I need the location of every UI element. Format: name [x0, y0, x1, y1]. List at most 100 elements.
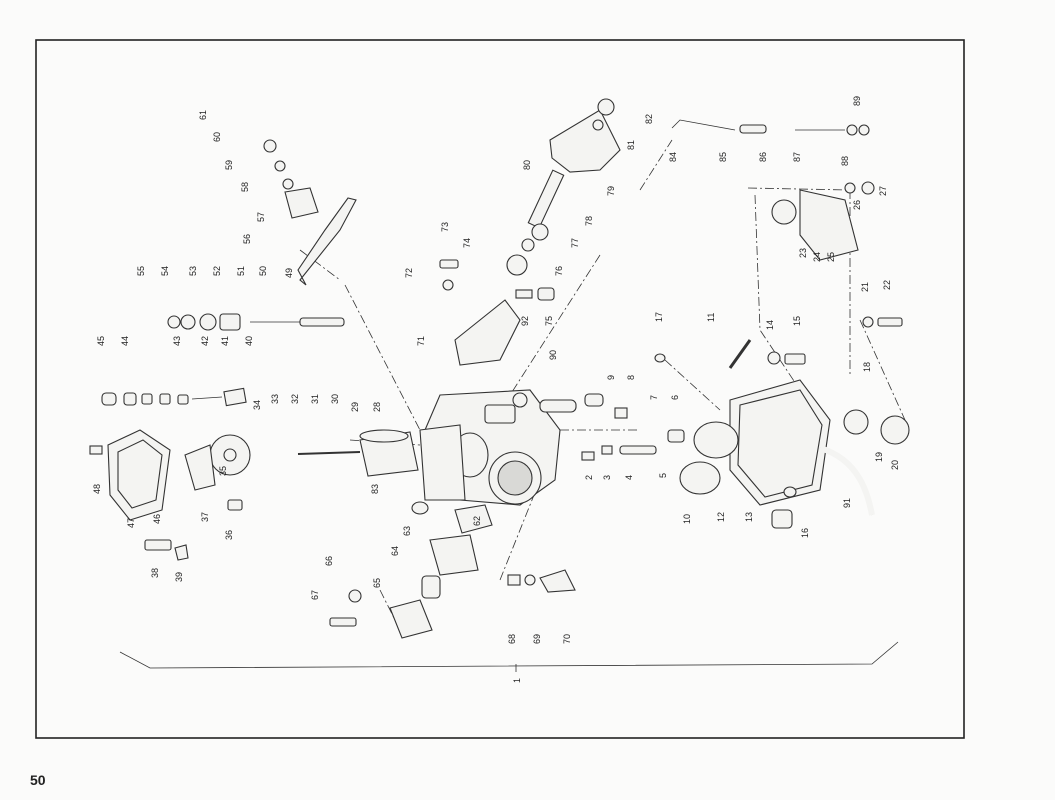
part-callout-70: 70 — [562, 634, 572, 644]
part-callout-4: 4 — [624, 475, 634, 480]
part-callout-71: 71 — [416, 336, 426, 346]
throttle-pulley — [549, 109, 621, 173]
part-callout-66: 66 — [324, 556, 334, 566]
part-callout-72: 72 — [404, 268, 414, 278]
part-callout-88: 88 — [840, 156, 850, 166]
part-callout-36: 36 — [224, 530, 234, 540]
part-callout-19: 19 — [874, 452, 884, 462]
diagram-frame — [35, 39, 965, 739]
part-callout-7: 7 — [649, 395, 659, 400]
part-callout-64: 64 — [390, 546, 400, 556]
part-callout-62: 62 — [472, 516, 482, 526]
part-callout-47: 47 — [126, 518, 136, 528]
part-callout-14: 14 — [765, 320, 775, 330]
spring-stack-upper — [167, 313, 345, 331]
part-callout-38: 38 — [150, 568, 160, 578]
part-callout-22: 22 — [882, 280, 892, 290]
part-callout-33: 33 — [270, 394, 280, 404]
part-callout-84: 84 — [668, 152, 678, 162]
part-callout-77: 77 — [570, 238, 580, 248]
throttle-slide — [359, 429, 419, 477]
part-callout-56: 56 — [242, 234, 252, 244]
part-callout-89: 89 — [852, 96, 862, 106]
part-callout-91: 91 — [842, 498, 852, 508]
part-callout-40: 40 — [244, 336, 254, 346]
part-callout-39: 39 — [174, 572, 184, 582]
part-callout-26: 26 — [852, 200, 862, 210]
part-callout-28: 28 — [372, 402, 382, 412]
part-callout-2: 2 — [584, 475, 594, 480]
part-callout-42: 42 — [200, 336, 210, 346]
part-callout-48: 48 — [92, 484, 102, 494]
part-callout-55: 55 — [136, 266, 146, 276]
part-callout-53: 53 — [188, 266, 198, 276]
part-callout-60: 60 — [212, 132, 222, 142]
assembly-bracket — [119, 641, 899, 669]
part-callout-5: 5 — [658, 473, 668, 478]
part-callout-24: 24 — [812, 252, 822, 262]
part-callout-80: 80 — [522, 160, 532, 170]
part-callout-85: 85 — [718, 152, 728, 162]
part-callout-6: 6 — [670, 395, 680, 400]
part-callout-16: 16 — [800, 528, 810, 538]
part-callout-35: 35 — [218, 466, 228, 476]
part-callout-74: 74 — [462, 238, 472, 248]
part-callout-54: 54 — [160, 266, 170, 276]
part-callout-67: 67 — [310, 590, 320, 600]
part-callout-11: 11 — [706, 313, 716, 322]
part-callout-49: 49 — [284, 268, 294, 278]
part-callout-15: 15 — [792, 316, 802, 326]
part-callout-79: 79 — [606, 186, 616, 196]
part-callout-13: 13 — [744, 512, 754, 522]
part-callout-78: 78 — [584, 216, 594, 226]
part-callout-9: 9 — [606, 375, 616, 380]
part-callout-57: 57 — [256, 212, 266, 222]
cable-bracket — [454, 299, 521, 366]
part-callout-29: 29 — [350, 402, 360, 412]
part-callout-17: 17 — [654, 312, 664, 322]
part-callout-50: 50 — [258, 266, 268, 276]
part-callout-63: 63 — [402, 526, 412, 536]
part-callout-46: 46 — [152, 514, 162, 524]
part-callout-68: 68 — [507, 634, 517, 644]
part-callout-59: 59 — [224, 160, 234, 170]
part-callout-21: 21 — [860, 282, 870, 292]
part-callout-32: 32 — [290, 394, 300, 404]
assembly-number: 1 — [512, 678, 522, 683]
part-callout-20: 20 — [890, 460, 900, 470]
part-callout-44: 44 — [120, 336, 130, 346]
part-callout-18: 18 — [862, 362, 872, 372]
accelerator-pump-cover — [799, 189, 859, 261]
part-callout-45: 45 — [96, 336, 106, 346]
part-callout-52: 52 — [212, 266, 222, 276]
part-callout-10: 10 — [682, 514, 692, 524]
float — [693, 421, 739, 459]
part-callout-76: 76 — [554, 266, 564, 276]
choke-lever — [263, 139, 357, 286]
part-callout-43: 43 — [172, 336, 182, 346]
part-callout-41: 41 — [220, 336, 230, 346]
part-callout-23: 23 — [798, 248, 808, 258]
part-callout-61: 61 — [198, 110, 208, 120]
throttle-shaft — [527, 169, 565, 229]
part-callout-51: 51 — [236, 266, 246, 276]
part-callout-37: 37 — [200, 512, 210, 522]
part-callout-82: 82 — [644, 114, 654, 124]
part-callout-81: 81 — [626, 140, 636, 150]
part-callout-87: 87 — [792, 152, 802, 162]
carburetor-body — [419, 389, 561, 506]
part-callout-90: 90 — [548, 350, 558, 360]
page-number: 50 — [30, 772, 46, 788]
part-callout-69: 69 — [532, 634, 542, 644]
part-callout-75: 75 — [544, 316, 554, 326]
part-callout-31: 31 — [310, 394, 320, 404]
part-callout-65: 65 — [372, 578, 382, 588]
part-callout-92: 92 — [520, 316, 530, 326]
part-callout-34: 34 — [252, 400, 262, 410]
part-callout-83: 83 — [370, 484, 380, 494]
part-callout-27: 27 — [878, 186, 888, 196]
part-callout-12: 12 — [716, 512, 726, 522]
